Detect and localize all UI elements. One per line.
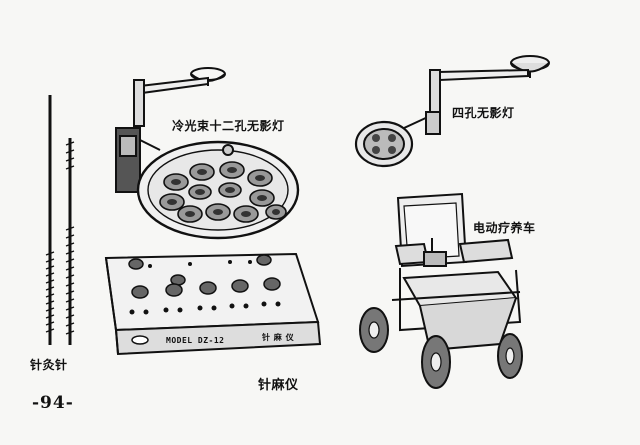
needles-caption: 针灸针 bbox=[30, 358, 68, 372]
device-model-text: MODEL DZ-12 bbox=[166, 336, 225, 345]
electric-cart-caption: 电动疗养车 bbox=[473, 221, 536, 235]
page-number: -94- bbox=[32, 393, 74, 413]
acupuncture-device-caption: 针麻仪 bbox=[258, 378, 299, 393]
four-hole-lamp-caption: 四孔无影灯 bbox=[452, 106, 515, 120]
cold-light-lamp-caption: 冷光束十二孔无影灯 bbox=[172, 119, 285, 133]
device-front-label: 针 麻 仪 bbox=[262, 333, 295, 342]
